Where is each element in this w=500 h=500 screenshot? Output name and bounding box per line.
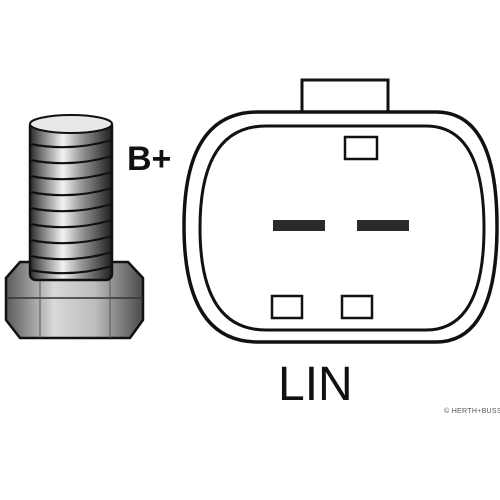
connector-inner-wall bbox=[198, 124, 486, 332]
lin-label: LIN bbox=[278, 358, 353, 411]
bolt-top bbox=[29, 114, 113, 134]
bolt-terminal-icon bbox=[4, 114, 145, 340]
contact-pin-right bbox=[357, 220, 409, 231]
nut-facets bbox=[39, 278, 111, 338]
bolt-threads bbox=[29, 138, 113, 275]
plug-connector-icon bbox=[182, 78, 499, 344]
contact-pin-left bbox=[273, 220, 325, 231]
guide-notch-left bbox=[270, 294, 304, 320]
watermark-text: © HERTH+BUSS bbox=[444, 407, 500, 415]
guide-notch-right bbox=[340, 294, 374, 320]
coding-key bbox=[343, 135, 379, 161]
b-plus-label: B+ bbox=[127, 140, 171, 178]
